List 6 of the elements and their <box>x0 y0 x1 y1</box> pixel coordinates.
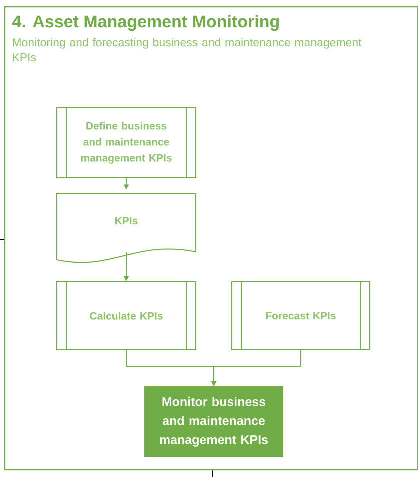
heading: 4. Asset Management Monitoring <box>12 15 279 32</box>
subprocess-box: Define business and maintenance management KPIs <box>56 107 196 179</box>
process-box: Monitor business and maintenance management KPIs <box>144 386 284 458</box>
subprocess-box: Forecast KPIs <box>232 281 370 351</box>
subtitle: Monitoring and forecasting business and maintenance management KPIs <box>13 38 362 62</box>
subprocess-box: Calculate KPIs <box>56 281 196 351</box>
